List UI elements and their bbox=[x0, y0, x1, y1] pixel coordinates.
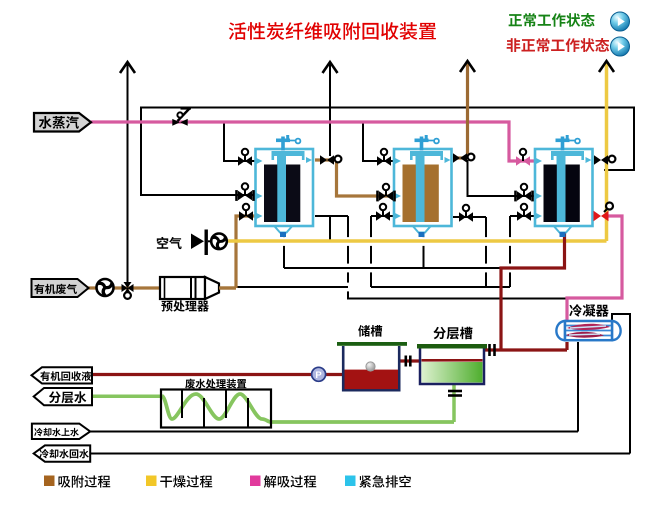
svg-text:P: P bbox=[315, 370, 322, 381]
